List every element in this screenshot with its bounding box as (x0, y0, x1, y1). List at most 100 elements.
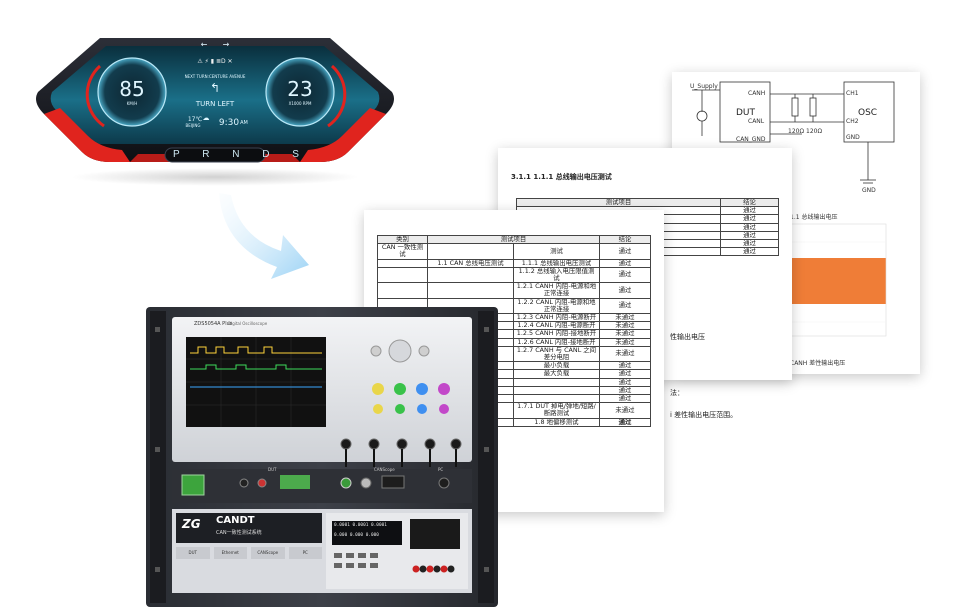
next-turn-label: NEXT TURN:CENTURE AVENUE (184, 74, 246, 79)
item-cell (513, 377, 600, 387)
clock-suffix: AM (240, 120, 248, 126)
resistor-2-label: 120Ω (806, 128, 823, 135)
speed-unit: KM/H (126, 101, 138, 106)
result-cell: 通过 (720, 214, 779, 224)
doc-heading: 3.1.1 1.1.1 总线输出电压测试 (511, 173, 612, 181)
result-cell: 通过 (720, 239, 779, 249)
osc-label: OSC (858, 108, 878, 118)
result-cell: 通过 (599, 297, 651, 315)
header-result: 结论 (599, 234, 651, 245)
rpm-unit: X1000 RPM (288, 101, 312, 106)
sub-cell: 1.1 CAN 总线电压测试 (427, 258, 514, 268)
cat-cell: CAN 一致性测试 (377, 243, 428, 260)
item-cell: 1.7.1 DUT 掉电/弹地/短路/断路测试 (513, 402, 600, 419)
doc-text-3: i 差性输出电压范围。 (670, 411, 738, 419)
item-cell: 1.2.5 CANH 内阻-接地断开 (513, 329, 600, 339)
header-category: 类别 (377, 234, 428, 245)
city: BEIJING (185, 123, 201, 128)
item-cell: 1.2.1 CANH 内阻-电源和地正常连接 (513, 282, 600, 299)
cat-cell (377, 266, 428, 284)
canl-label: CANL (748, 118, 765, 125)
result-cell: 通过 (599, 361, 651, 371)
doc-text-1: 性输出电压 (670, 333, 705, 341)
port-button-canscope[interactable]: CANScope (251, 547, 285, 559)
result-cell: 未通过 (599, 345, 651, 363)
result-cell: 通过 (599, 258, 651, 268)
result-cell: 未通过 (599, 337, 651, 347)
result-cell: 通过 (599, 385, 651, 396)
u-supply-label: U_Supply (690, 83, 718, 90)
product-name: CANDT (216, 515, 255, 526)
status-icons: ⚠ ⚡ ▮ ≣D ✕ (197, 58, 233, 65)
clock-time: 9:30 (218, 118, 240, 128)
port-button-ethernet[interactable]: Ethernet (213, 547, 247, 559)
result-cell: 通过 (599, 266, 651, 284)
result-cell: 通过 (720, 247, 779, 257)
supply-readout-1: 0.0001 0.0001 0.0001 (334, 523, 387, 528)
canh-label: CANH (748, 90, 766, 97)
rpm-value: 23 (287, 77, 313, 101)
speed-value: 85 (119, 77, 145, 101)
port-button-row: DUT Ethernet CANScope PC (176, 547, 322, 559)
item-cell: 1.1.1 总线输出电压测试 (513, 258, 600, 268)
instrument-cluster-display: 85 KM/H 23 X1000 RPM NEXT TURN:CENTURE A… (30, 30, 400, 186)
pc-port-label: PC (438, 467, 444, 472)
item-cell: 1.2.2 CANL 内阻-电源和地正常连接 (513, 297, 600, 315)
item-cell: 1.2.3 CANH 内阻-电源断开 (513, 313, 600, 323)
item-cell: 1.2.4 CANL 内阻-电源断开 (513, 321, 600, 331)
figure-caption: CANH 差性输出电压 (790, 360, 846, 367)
sub-cell (427, 266, 514, 284)
item-cell: 1.2.6 CANL 内阻-接地断开 (513, 337, 600, 347)
item-cell: 最小负载 (513, 361, 600, 371)
result-cell: 通过 (599, 369, 651, 379)
cat-cell (377, 258, 428, 268)
item-cell: 测试 (513, 243, 600, 260)
can-gnd-label: CAN_GND (736, 136, 766, 143)
doc-text-2: 法： (670, 389, 684, 397)
product-subtitle: CAN一致性测试系统 (216, 530, 262, 536)
gear-selector: P R N D S (173, 149, 309, 160)
turn-label: TURN LEFT (195, 100, 235, 108)
col-result: 结论 (720, 197, 779, 208)
flow-arrow-icon (219, 193, 309, 279)
ch2-label: CH2 (846, 118, 859, 125)
result-cell: 未通过 (599, 313, 651, 323)
item-cell (513, 385, 600, 396)
result-cell: 通过 (599, 394, 651, 404)
item-cell (513, 394, 600, 404)
temperature: 17℃ (187, 116, 203, 123)
ch1-label: CH1 (846, 90, 859, 97)
gnd-bottom-label: GND (862, 187, 876, 194)
sub-cell (427, 282, 514, 299)
result-cell: 未通过 (599, 321, 651, 331)
port-button-dut[interactable]: DUT (176, 547, 210, 559)
dut-port-label: DUT (268, 467, 277, 472)
gnd-label: GND (846, 134, 860, 141)
figure-label: 1.1 总线输出电压 (790, 214, 838, 221)
result-cell: 未通过 (599, 402, 651, 419)
cat-cell (377, 282, 428, 299)
item-cell: 最大负载 (513, 369, 600, 379)
item-cell: 1.2.7 CANH 与 CANL 之间差分电阻 (513, 345, 600, 363)
right-arrow-icon: → (222, 40, 230, 49)
result-cell: 通过 (599, 417, 651, 427)
scope-subtitle: Digital Oscilloscope (228, 321, 268, 326)
test-system-rack: ZDS5054A Plus Digital Oscilloscope DUT C… (146, 307, 498, 607)
table-row: CAN 一致性测试 测试通过 (377, 243, 651, 260)
col-item: 测试项目 (516, 197, 721, 208)
circuit-diagram (692, 81, 895, 337)
canscope-port-label: CANScope (374, 467, 395, 472)
port-button-pc[interactable]: PC (288, 547, 322, 559)
dut-label: DUT (736, 108, 756, 118)
result-cell: 未通过 (599, 329, 651, 339)
sub-cell (427, 243, 514, 260)
result-cell: 通过 (720, 222, 779, 232)
weather-cloud-icon: ☁ (202, 114, 210, 122)
result-cell: 通过 (720, 230, 779, 241)
turn-arrow-icon: ↰ (209, 81, 221, 95)
item-cell: 1.1.2 总线输入电压限值测试 (513, 266, 600, 284)
scope-brand: ZDS5054A Plus (194, 321, 233, 327)
zlg-logo: ZG (182, 517, 201, 531)
result-cell: 通过 (599, 243, 651, 260)
